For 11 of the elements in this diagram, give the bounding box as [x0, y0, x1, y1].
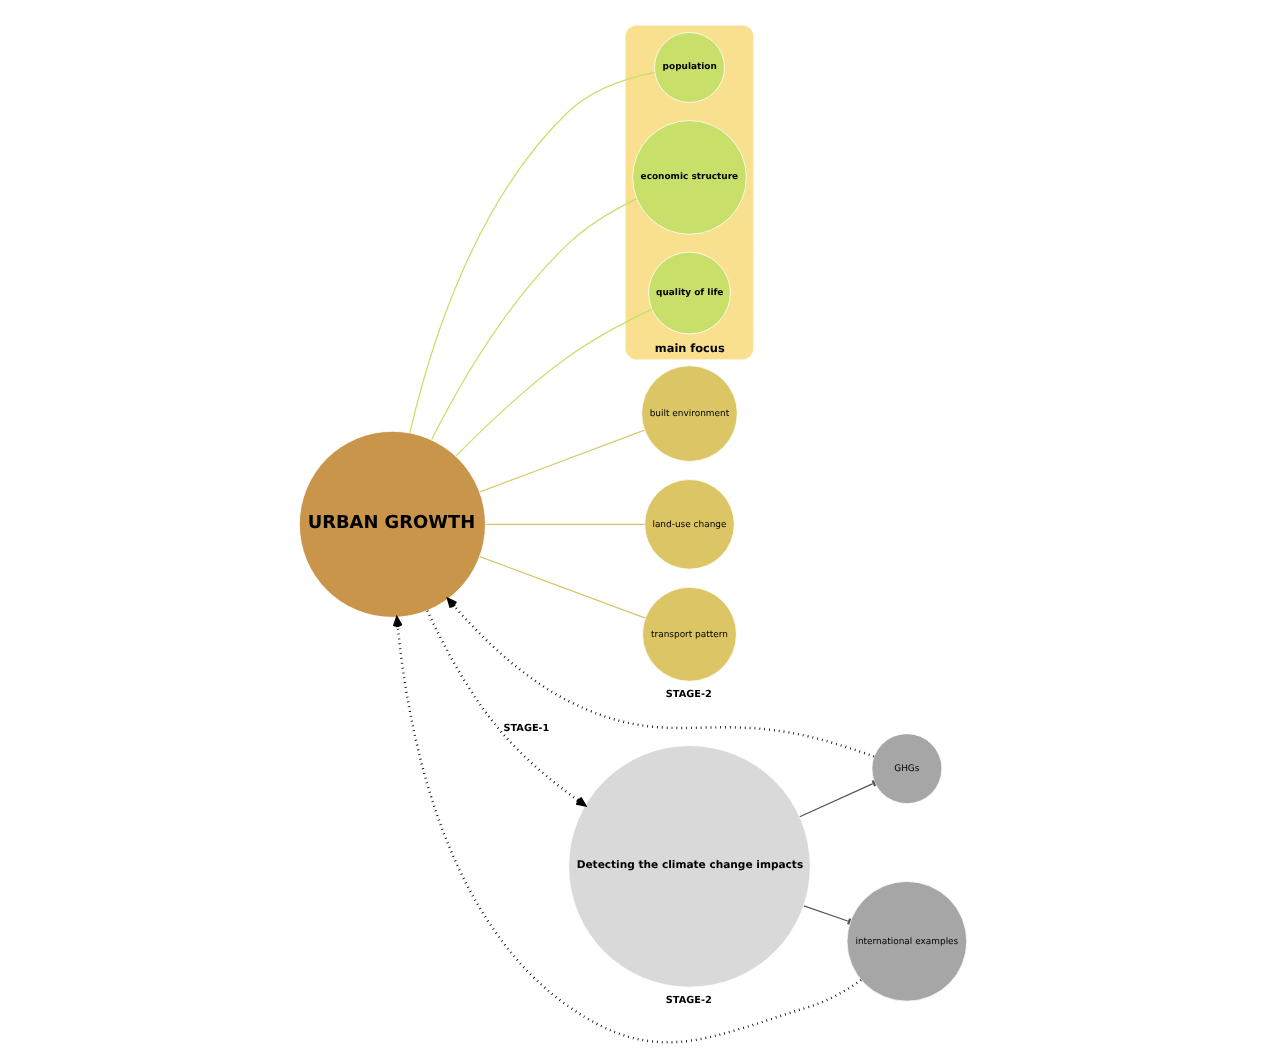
connector — [478, 429, 645, 493]
connector — [484, 523, 645, 525]
connector — [478, 556, 645, 619]
connector — [798, 780, 876, 818]
connector — [430, 198, 636, 441]
arrow — [391, 616, 861, 1044]
connector — [454, 308, 652, 457]
connector — [408, 71, 655, 434]
node-circle: URBAN GROWTH — [297, 430, 485, 618]
arrow — [425, 610, 586, 807]
arrow — [445, 597, 874, 758]
